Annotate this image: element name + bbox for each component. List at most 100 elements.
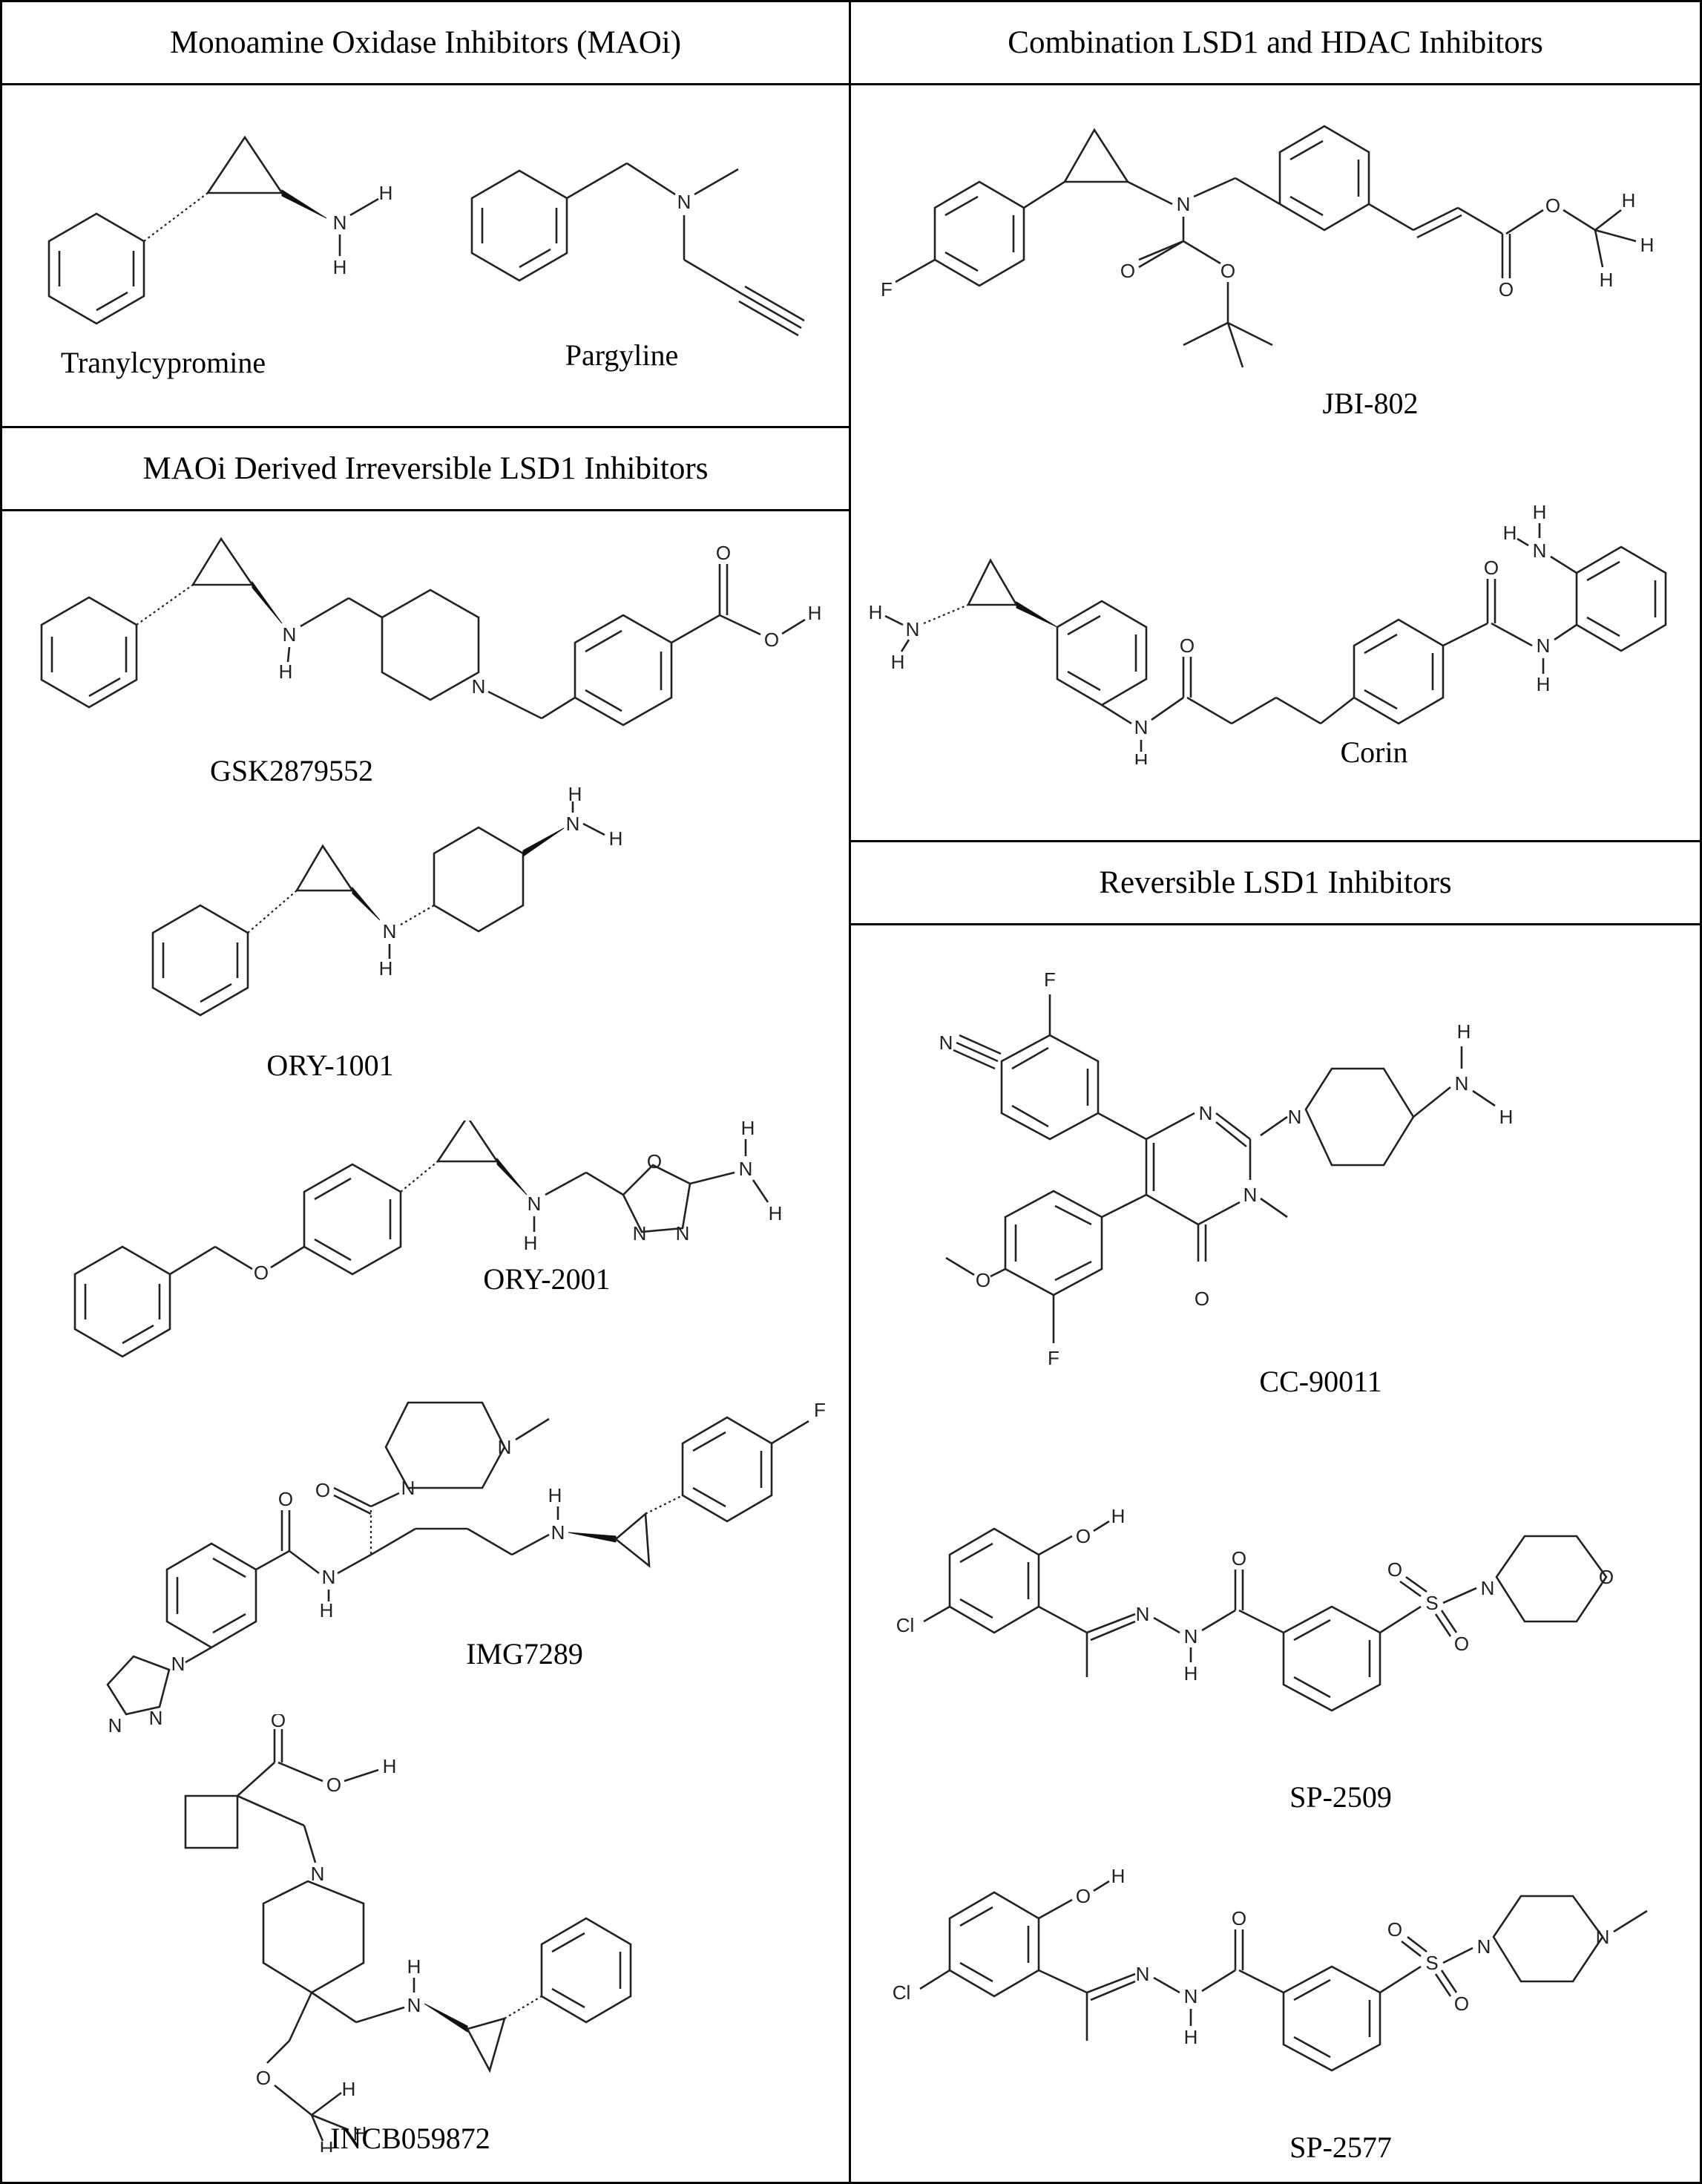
atom-label: H (333, 256, 347, 278)
atom-label: O (764, 629, 779, 651)
atom-label: O (1387, 1558, 1402, 1581)
atom-label: H (1111, 1865, 1126, 1887)
atom-label: N (407, 1994, 421, 2016)
atom-label: O (315, 1479, 330, 1501)
atom-label: O (1220, 260, 1235, 282)
atom-label: F (1044, 968, 1056, 991)
atom-label: N (498, 1436, 512, 1458)
section-body-maoi (0, 83, 851, 428)
atom-label: O (1599, 1566, 1614, 1588)
compound-name-cc90011: CC-90011 (1259, 1365, 1382, 1398)
atom-label: O (1195, 1288, 1209, 1310)
section-body-reversible (849, 923, 1702, 2184)
atom-label: O (1232, 1907, 1246, 1929)
gsk2879552-structure: N H N O O H (40, 537, 822, 727)
cc90011-structure: N F N N O F O N N H H (939, 968, 1514, 1369)
atom-label: O (278, 1488, 293, 1510)
atom-label: O (1120, 260, 1135, 282)
section-header-irreversible: MAOi Derived Irreversible LSD1 Inhibitor… (0, 426, 851, 511)
section-header-reversible: Reversible LSD1 Inhibitors (849, 840, 1702, 925)
atom-label: F (814, 1399, 826, 1421)
incb059872-structure: O O H N O H H H N H (184, 1714, 632, 2152)
atom-label: H (407, 1955, 421, 1978)
compound-name-sp2577: SP-2577 (1289, 2131, 1392, 2164)
atom-label: N (149, 1707, 163, 1729)
img7289-structure: N N O N H F N H O N N N (106, 1399, 826, 1737)
atom-label: H (320, 1599, 334, 1621)
compound-name-gsk2879552: GSK2879552 (209, 754, 374, 787)
atom-label: H (891, 651, 905, 673)
atom-label: H (1503, 522, 1517, 544)
atom-label: O (1484, 557, 1499, 579)
atom-label: O (254, 1262, 269, 1284)
section-header-combo: Combination LSD1 and HDAC Inhibitors (849, 0, 1702, 85)
atom-label: N (322, 1566, 336, 1588)
atom-label: O (716, 542, 731, 564)
atom-label: O (256, 2067, 271, 2089)
atom-label: N (1243, 1184, 1258, 1206)
atom-label: N (551, 1521, 565, 1544)
atom-label: N (906, 618, 920, 640)
atom-label: N (739, 1158, 753, 1180)
atom-label: H (1499, 1106, 1514, 1128)
atom-label: H (1184, 1662, 1198, 1685)
atom-label: N (1533, 540, 1547, 562)
atom-label: H (1134, 750, 1149, 764)
atom-label: N (1184, 1625, 1198, 1647)
corin-structure: H N H N H O O N H N H H (869, 501, 1667, 764)
atom-label: H (741, 1121, 755, 1139)
atom-label: S (1425, 1952, 1438, 1974)
atom-label: O (1499, 278, 1514, 301)
ory1001-structure: N H N H (151, 801, 622, 1017)
atom-label: O (271, 1714, 286, 1731)
atom-label: O (1076, 1525, 1091, 1547)
atom-label: N (1134, 716, 1149, 738)
atom-label: N (383, 920, 397, 942)
atom-label: H (279, 660, 293, 683)
atom-label: N (171, 1653, 185, 1675)
atom-label: H (320, 2137, 334, 2152)
sp2577-structure: Cl O H N N H O S O O N N (893, 1865, 1648, 2072)
atom-label: H (808, 602, 822, 624)
compound-name-ory1001: ORY-1001 (266, 1049, 394, 1082)
atom-label: H (353, 2122, 367, 2145)
atom-label: N (1455, 1072, 1469, 1095)
atom-label: N (333, 211, 347, 234)
pargyline-structure: N (470, 162, 805, 337)
atom-label: O (1076, 1885, 1091, 1907)
section-header-maoi: Monoamine Oxidase Inhibitors (MAOi) (0, 0, 851, 85)
atom-label: N (1136, 1963, 1150, 1985)
atom-label: O (326, 1774, 341, 1796)
atom-label: Cl (896, 1614, 915, 1636)
atom-label: O (1387, 1918, 1402, 1941)
atom-label: O (647, 1150, 662, 1173)
atom-label: S (1425, 1592, 1438, 1614)
atom-label: H (769, 1202, 783, 1224)
compound-name-incb059872: INCB059872 (330, 2122, 490, 2155)
atom-label: N (677, 191, 691, 213)
section-title: Reversible LSD1 Inhibitors (1099, 865, 1452, 900)
jbi802-structure: F N O O H H H O O (881, 125, 1655, 368)
section-title: Monoamine Oxidase Inhibitors (MAOi) (169, 25, 682, 60)
compound-name-pargyline: Pargyline (565, 338, 679, 372)
ory2001-structure: O N H O N N N H H (73, 1121, 783, 1358)
atom-label: H (342, 2078, 356, 2100)
atom-label: H (379, 182, 393, 204)
atom-label: N (676, 1222, 690, 1245)
atom-label: H (1533, 501, 1547, 523)
atom-label: H (1622, 189, 1636, 211)
atom-label: H (548, 1484, 562, 1506)
tranylcypromine-structure: N H H (47, 135, 393, 325)
atom-label: O (1545, 194, 1560, 217)
atom-label: H (1184, 2026, 1198, 2048)
atom-label: N (1537, 634, 1551, 657)
atom-label: O (1454, 1633, 1469, 1655)
atom-label: O (976, 1269, 990, 1291)
sp2509-structure: Cl O H N N H O S O O N O (896, 1505, 1614, 1712)
atom-label: N (401, 1477, 415, 1499)
atom-label: N (939, 1032, 953, 1054)
atom-label: N (1136, 1603, 1150, 1625)
atom-label: N (1288, 1106, 1302, 1128)
atom-label: N (1177, 193, 1191, 215)
atom-label: H (1640, 234, 1655, 256)
